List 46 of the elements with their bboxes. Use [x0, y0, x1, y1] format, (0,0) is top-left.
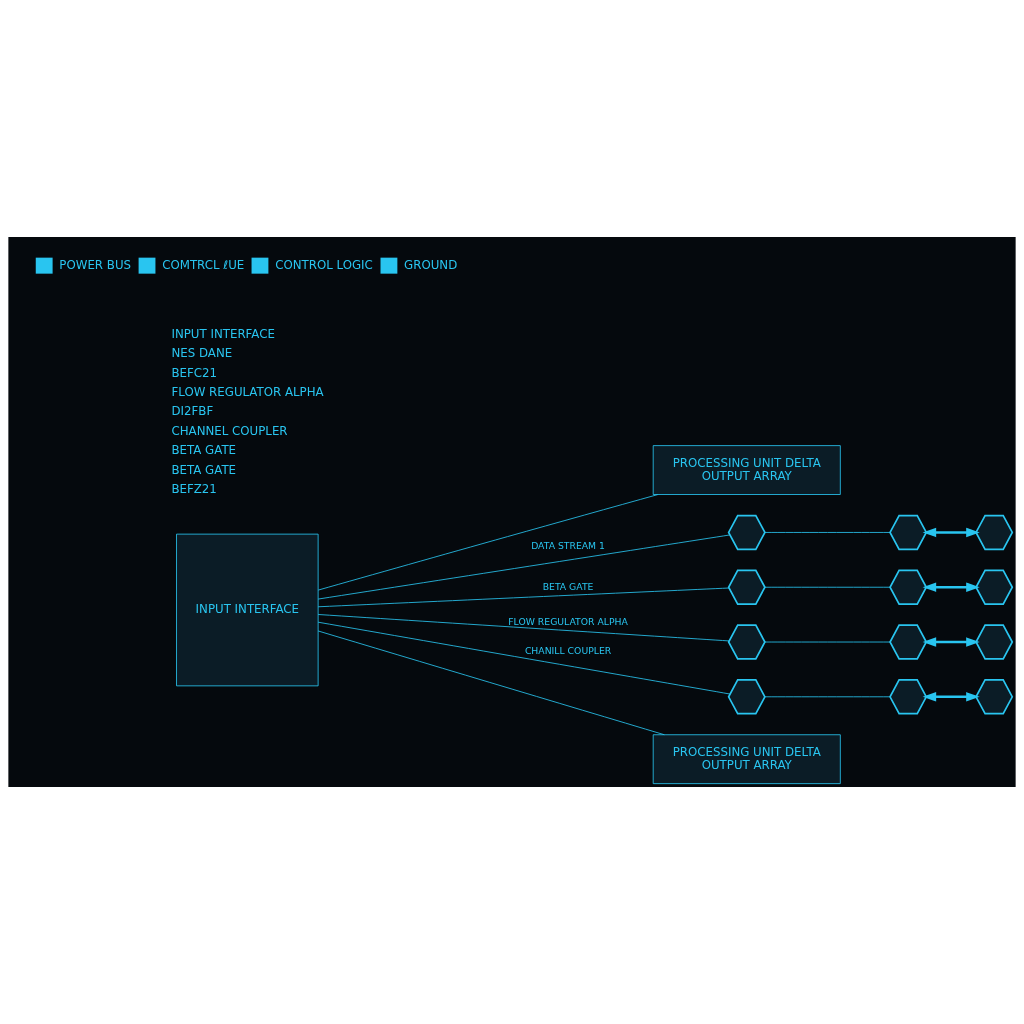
- edge-label: BETA GATE: [542, 581, 594, 593]
- edge-label: CHANILL COUPLER: [524, 644, 612, 656]
- node-box: PROCESSING UNIT DELTA OUTPUT ARRAY: [652, 734, 841, 785]
- label: NES DANE: [171, 346, 233, 361]
- label: INPUT INTERFACE: [171, 326, 275, 341]
- node-box: PROCESSING UNIT DELTA OUTPUT ARRAY: [652, 445, 841, 495]
- node-hexagon: [975, 514, 1014, 551]
- connector: [317, 534, 731, 600]
- node-hexagon: [889, 624, 928, 660]
- connector: [764, 696, 891, 698]
- node-hexagon: [889, 679, 928, 715]
- arrow: [922, 582, 980, 592]
- label: BETA GATE: [171, 443, 237, 458]
- label: BETA GATE: [171, 462, 237, 477]
- connector: [317, 494, 659, 591]
- label: BEFZ21: [171, 481, 217, 496]
- node-hexagon: [975, 679, 1014, 715]
- connector: [317, 587, 730, 608]
- label: DI2FBF: [171, 404, 214, 419]
- node-hexagon: [975, 569, 1014, 605]
- arrow: [922, 637, 980, 647]
- node-box: INPUT INTERFACE: [176, 533, 319, 687]
- label: CHANNEL COUPLER: [171, 423, 288, 438]
- node-hexagon: [975, 624, 1014, 660]
- legend-label: COMTRCL ℓUE: [162, 257, 245, 272]
- connector: [764, 586, 891, 588]
- node-hexagon: [727, 624, 766, 660]
- connector: [317, 621, 731, 695]
- legend-label: CONTROL LOGIC: [275, 257, 373, 272]
- edge-label: FLOW REGULATOR ALPHA: [508, 615, 628, 627]
- connector: [317, 630, 665, 736]
- connector: [764, 641, 891, 643]
- connector: [764, 532, 891, 533]
- node-hexagon: [889, 514, 928, 551]
- node-hexagon: [727, 514, 766, 551]
- arrow: [922, 527, 980, 538]
- legend-label: POWER BUS: [59, 257, 132, 272]
- node-hexagon: [727, 679, 766, 715]
- node-hexagon: [727, 569, 766, 605]
- label: FLOW REGULATOR ALPHA: [171, 385, 324, 400]
- arrow: [922, 692, 980, 702]
- connector: [317, 614, 730, 642]
- edge-label: DATA STREAM 1: [531, 540, 605, 552]
- label: BEFC21: [171, 365, 218, 380]
- node-hexagon: [889, 569, 928, 605]
- legend-label: GROUND: [404, 257, 458, 272]
